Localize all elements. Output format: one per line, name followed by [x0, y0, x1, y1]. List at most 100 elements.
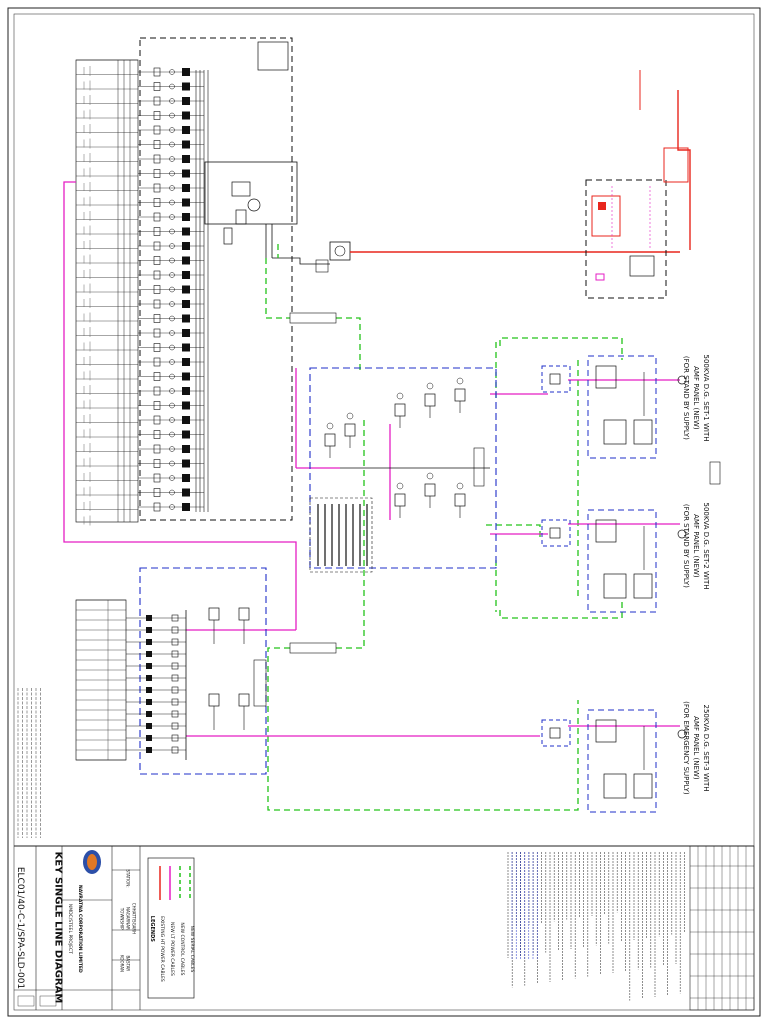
dg-breaker-box: [541, 365, 571, 393]
generator-icon: [677, 375, 687, 385]
ht-panel: [585, 147, 689, 299]
dg1-line2: AMF PANEL (NEW): [692, 366, 700, 430]
drawing-title: KEY SINGLE LINE DIAGRAM: [53, 852, 64, 1004]
controller: [603, 573, 627, 599]
feeder-meter: [182, 213, 190, 221]
feeder-ct: [169, 156, 175, 162]
feeder-breaker: [146, 711, 152, 717]
feeder-ct: [169, 301, 175, 307]
battery-charger: [633, 419, 653, 445]
feeder-meter: [171, 638, 179, 646]
legend-label-serial: NEW SERIAL CABLES: [189, 926, 195, 973]
dg2-line3: (FOR STAND BY SUPPLY): [682, 504, 690, 588]
feeder-meter: [182, 314, 190, 323]
battery-charger: [633, 573, 653, 599]
feeder-meter: [182, 126, 190, 134]
feeder-meter: [182, 488, 190, 497]
feeder-breaker: [146, 735, 152, 741]
feeder-meter: [171, 650, 179, 658]
feeder-ct: [169, 431, 175, 438]
feeder-meter: [182, 343, 190, 352]
feeder-breaker: [146, 639, 152, 645]
emergency-panel: [139, 567, 267, 775]
feeder-meter: [182, 271, 190, 279]
amf-breaker: [595, 519, 617, 543]
feeder-breaker: [153, 444, 161, 454]
feeder-meter: [182, 300, 190, 308]
feeder-ct: [169, 228, 175, 235]
feeder-ct: [169, 257, 175, 264]
feeder-breaker: [146, 687, 152, 693]
revision-block: [689, 845, 755, 1011]
feeder-breaker: [146, 627, 152, 633]
feeder-ct: [169, 460, 175, 467]
legend-label-control: NEW CONTROL CABLES: [179, 922, 185, 975]
ct: [326, 422, 334, 430]
feeder-breaker: [146, 699, 152, 705]
feeder-meter: [182, 155, 190, 163]
feeder-ct: [169, 199, 175, 206]
control-cable-route: [265, 244, 623, 811]
transformer-block: [272, 241, 351, 273]
feeder-breaker: [153, 183, 161, 193]
dg3-line2: AMF PANEL (NEW): [692, 716, 700, 780]
generator-icon: [677, 729, 687, 739]
amf-breaker: [595, 365, 617, 389]
feeder-meter: [182, 387, 190, 395]
feeder-breaker: [153, 488, 161, 497]
feeder-meter: [182, 430, 190, 439]
feeder-ct: [169, 98, 175, 104]
feeder-ct: [169, 112, 175, 119]
ct: [396, 392, 404, 400]
ct: [396, 482, 404, 490]
feeder-meter: [171, 734, 179, 742]
feeder-breaker: [146, 747, 152, 753]
station-label: STATION:: [126, 869, 131, 887]
feeder-breaker: [153, 140, 161, 149]
feeder-meter: [171, 698, 179, 706]
battery-charger: [633, 773, 653, 799]
feeder-breaker: [153, 198, 161, 207]
emergency-feeder-schedule: [75, 599, 127, 761]
relay-list-box: [309, 497, 373, 573]
feeder-breaker: [153, 169, 161, 178]
feeder-breaker: [153, 125, 161, 135]
client-name: NAVRATNA CORPORATION LIMITED: [77, 885, 83, 973]
feeder-breaker: [153, 227, 161, 236]
feeder-ct: [169, 185, 175, 191]
bus-breakers: [324, 377, 490, 518]
feeder-ct: [169, 417, 175, 423]
feeder-breaker: [153, 314, 161, 323]
dg2-line2: AMF PANEL (NEW): [692, 514, 700, 578]
feeder-meter: [182, 372, 190, 381]
dg-breaker: [549, 527, 561, 539]
panel-meter-box: [257, 41, 289, 71]
feeder-meter: [182, 198, 190, 207]
feeder-breaker: [153, 270, 161, 280]
inner-border: [13, 13, 755, 1011]
feeder-breaker: [153, 502, 161, 512]
feeder-breaker: [153, 285, 161, 294]
station-line: TOWNSHIP: [119, 907, 124, 930]
feeder-breaker: [153, 343, 161, 352]
station-line: NAGARNAR: [126, 907, 131, 930]
ct: [426, 382, 434, 390]
feeder-meter: [182, 227, 190, 236]
feeder-meter: [182, 68, 190, 76]
feeder-ct: [169, 141, 175, 148]
feeder-breaker: [153, 111, 161, 120]
feeder-breaker: [153, 430, 161, 439]
feeder-breaker: [153, 241, 161, 251]
feeder-meter: [182, 256, 190, 265]
amf-breaker: [595, 719, 617, 743]
ct: [426, 472, 434, 480]
feeder-meter: [182, 242, 190, 250]
feeder-breaker: [146, 663, 152, 669]
feeder-meter: [182, 169, 190, 178]
feeder-breaker: [146, 651, 152, 657]
feeder-ct: [169, 127, 175, 133]
dg-breaker: [549, 727, 561, 739]
feeder-breaker: [153, 372, 161, 381]
